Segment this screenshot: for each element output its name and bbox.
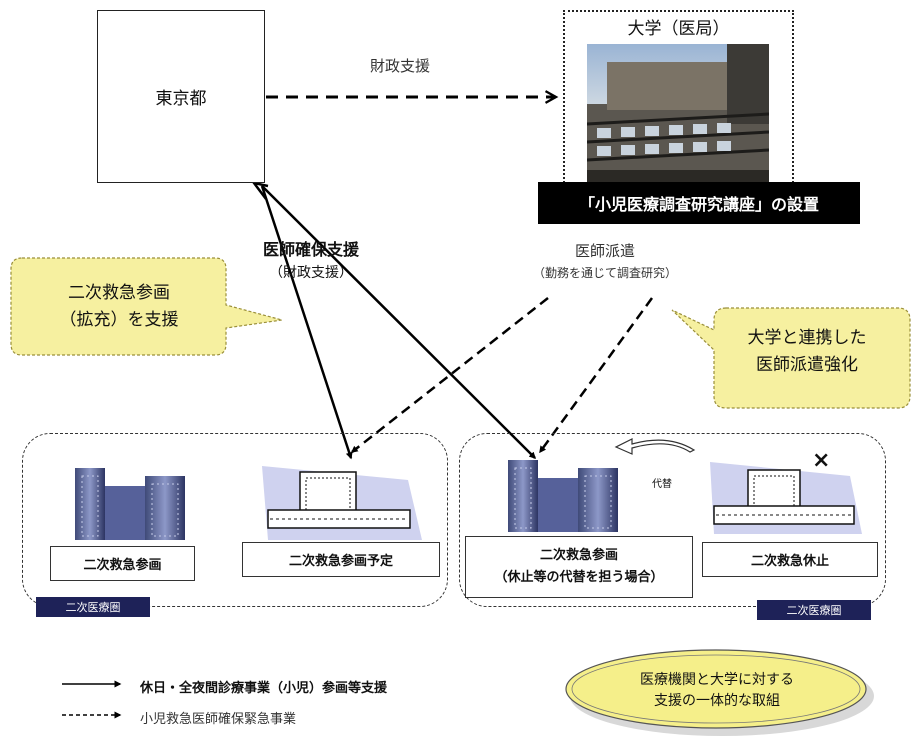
arrow-substitute	[614, 438, 696, 455]
hospital-2-label: 二次救急参画予定	[242, 542, 440, 577]
hospital-3-label-line1: 二次救急参画	[539, 548, 618, 563]
callout-right-text: 大学と連携した 医師派遣強化	[723, 325, 891, 379]
arrow-dispatch-to-h2	[350, 297, 549, 453]
summary-ellipse	[565, 649, 874, 736]
callout-left-line2: （拡充）を支援	[59, 310, 179, 330]
dispatch-main: 医師派遣	[574, 242, 635, 260]
hospital-icon-4	[710, 462, 862, 534]
region-tag-right: 二次医療圏	[757, 600, 871, 620]
medical-region-right	[459, 433, 886, 607]
summary-text: 医療機関と大学に対する 支援の一体的な取組	[597, 670, 837, 712]
callout-right-shape	[671, 307, 911, 409]
doctor-dispatch-label: 医師派遣 （勤務を通じて調査研究）	[520, 240, 690, 281]
legend-solid-label: 休日・全夜間診療事業（小児）参画等支援	[140, 681, 388, 696]
tokyo-label: 東京都	[155, 89, 207, 109]
university-node: 大学（医局）	[563, 10, 794, 190]
hospital-4-label: 二次救急休止	[702, 542, 878, 577]
dispatch-sub: （勤務を通じて調査研究）	[532, 266, 677, 280]
medical-region-left	[22, 433, 448, 607]
callout-right-line2: 医師派遣強化	[756, 355, 858, 375]
callout-left-shape	[10, 257, 283, 356]
arrow-dispatch-to-h3	[538, 297, 654, 454]
university-title: 大学（医局）	[627, 19, 730, 39]
substitute-label: 代替	[652, 479, 672, 490]
suspended-cross-mark: ×	[812, 448, 831, 473]
university-building-photo	[587, 44, 769, 184]
summary-line1: 医療機関と大学に対する	[640, 672, 794, 688]
arrow-origin-mark	[250, 181, 269, 200]
hospital-3-label: 二次救急参画 （休止等の代替を担う場合）	[465, 536, 693, 598]
summary-line2: 支援の一体的な取組	[654, 693, 780, 709]
doctor-support-main: 医師確保支援	[262, 240, 359, 259]
hospital-icon-1	[75, 468, 185, 540]
callout-left-line1: 二次救急参画	[68, 283, 170, 303]
legend-dashed-label: 小児救急医師確保緊急事業	[140, 712, 297, 727]
arrow-solid-to-h3	[261, 185, 536, 459]
course-banner: 「小児医療調査研究講座」の設置	[538, 182, 860, 224]
doctor-support-label: 医師確保支援 （財政支援）	[236, 236, 386, 282]
callout-right-line1: 大学と連携した	[747, 328, 867, 348]
hospital-icon-2	[262, 466, 422, 540]
region-tag-left: 二次医療圏	[36, 597, 150, 617]
callout-left-text: 二次救急参画 （拡充）を支援	[32, 280, 206, 334]
hospital-1-label: 二次救急参画	[50, 546, 195, 581]
hospital-icon-3	[508, 460, 618, 532]
doctor-support-sub: （財政支援）	[269, 265, 353, 281]
hospital-3-label-line2: （休止等の代替を担う場合）	[494, 570, 664, 585]
financial-support-label: 財政支援	[370, 57, 431, 75]
arrow-solid-to-h2	[260, 185, 353, 460]
tokyo-node: 東京都	[97, 10, 265, 183]
